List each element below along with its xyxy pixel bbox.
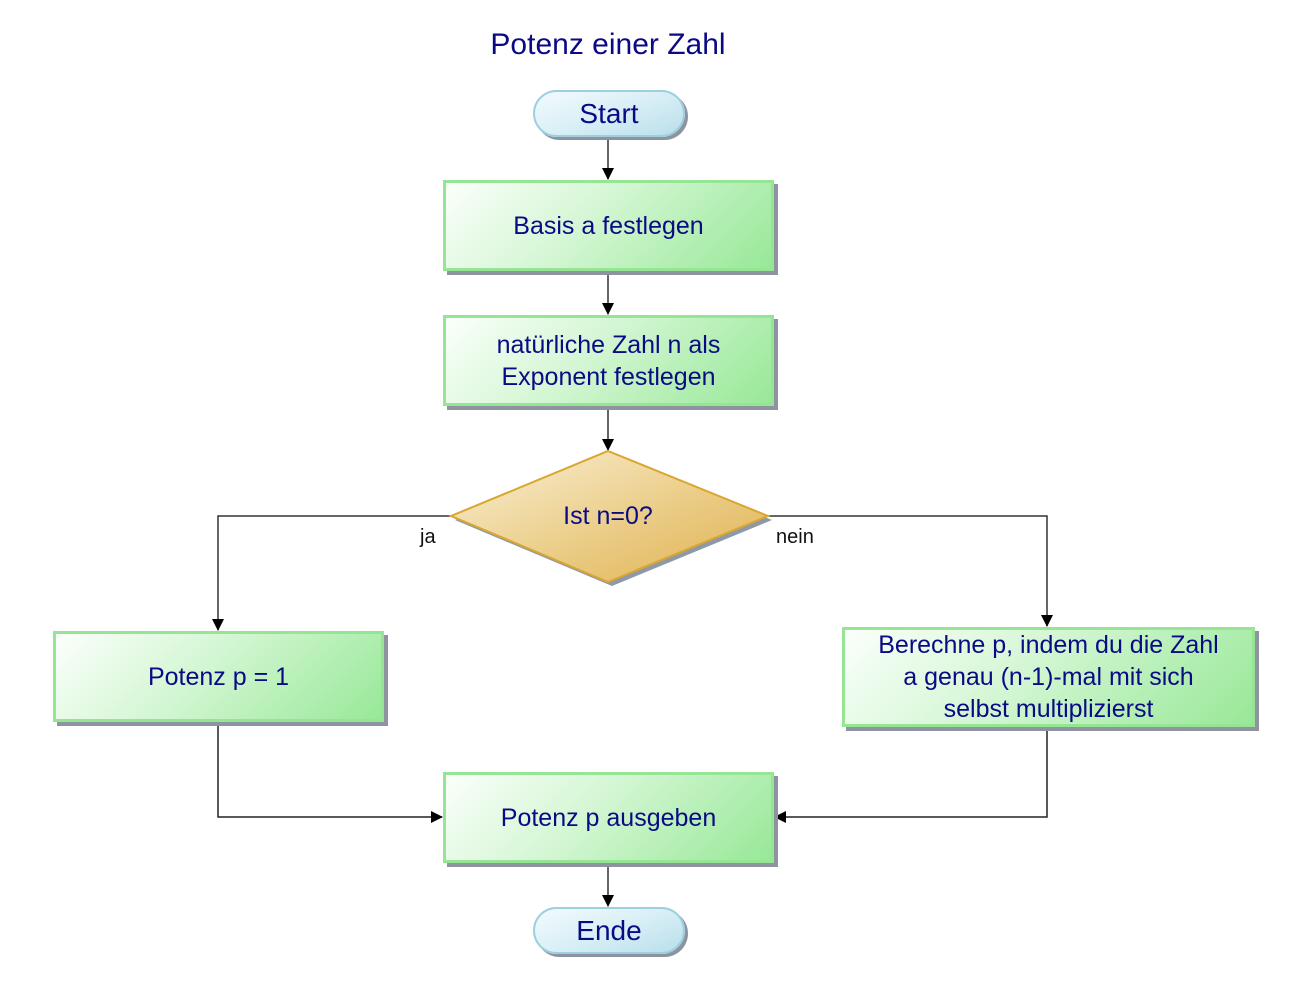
start-label: Start — [579, 97, 639, 129]
decision-label: Ist n=0? — [563, 502, 653, 530]
compute-label-line-2: a genau (n-1)-mal mit sich — [903, 663, 1194, 691]
p-one-process-box: Potenz p = 1 — [53, 631, 384, 722]
edge-decision-ja — [212, 515, 451, 631]
exponent-process-box: natürliche Zahl n als Exponent festlegen — [443, 315, 774, 406]
exponent-label-line-1: natürliche Zahl n als — [496, 330, 721, 359]
exponent-label-line-2: Exponent festlegen — [501, 362, 716, 391]
end-terminal: Ende — [533, 907, 685, 954]
compute-process-box: Berechne p, indem du die Zahl a genau (n… — [842, 627, 1255, 727]
edge-label-nein: nein — [776, 526, 814, 548]
end-label: Ende — [576, 914, 642, 946]
edge-compute-output — [774, 729, 1048, 823]
edge-label-ja: ja — [420, 526, 436, 548]
decision-diamond — [448, 449, 771, 584]
output-label: Potenz p ausgeben — [500, 803, 717, 832]
basis-label: Basis a festlegen — [513, 211, 704, 240]
p-one-label: Potenz p = 1 — [147, 662, 290, 691]
compute-label-line-1: Berechne p, indem du die Zahl — [878, 631, 1219, 659]
edge-pone-output — [217, 724, 443, 823]
basis-process-box: Basis a festlegen — [443, 180, 774, 271]
edge-decision-nein — [768, 515, 1053, 627]
start-terminal: Start — [533, 90, 685, 137]
output-process-box: Potenz p ausgeben — [443, 772, 774, 863]
compute-label-line-3: selbst multiplizierst — [943, 695, 1154, 723]
diagram-title: Potenz einer Zahl — [490, 28, 726, 61]
